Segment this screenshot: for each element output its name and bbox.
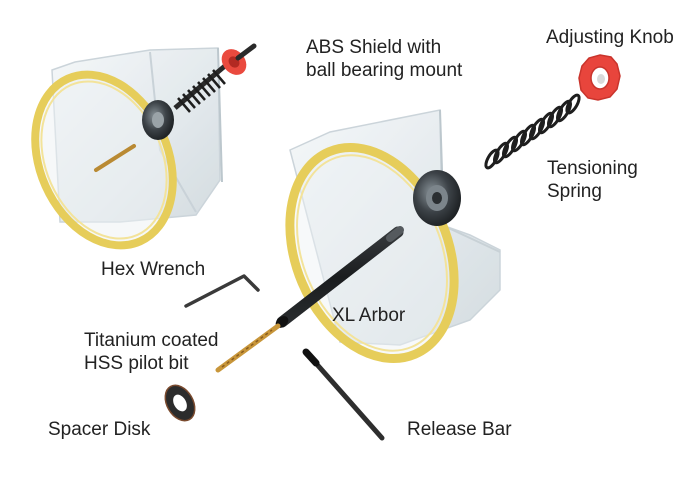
hex-wrench <box>184 274 260 308</box>
label-abs-shield-line1: ABS Shield with <box>306 37 442 58</box>
spacer-disk <box>164 384 196 422</box>
label-pilot-line1: Titanium coated <box>84 330 219 351</box>
label-abs-shield: ABS Shield with ball bearing mount <box>306 36 462 82</box>
label-release-bar: Release Bar <box>407 419 512 440</box>
label-pilot-line2: HSS pilot bit <box>84 353 189 374</box>
label-tensioning-spring: Tensioning Spring <box>547 157 638 203</box>
xl-arbor <box>275 226 404 328</box>
adjusting-knob <box>578 54 621 101</box>
release-bar <box>302 348 385 441</box>
label-hex-wrench: Hex Wrench <box>101 259 206 280</box>
label-tensioning-line1: Tensioning <box>547 158 638 179</box>
label-spacer-disk: Spacer Disk <box>48 419 151 440</box>
small-abs-shield <box>31 43 257 250</box>
label-xl-arbor: XL Arbor <box>332 305 406 326</box>
label-adjusting-knob: Adjusting Knob <box>546 27 674 48</box>
label-tensioning-line2: Spring <box>547 181 602 202</box>
titanium-pilot-bit <box>215 323 281 373</box>
label-abs-shield-line2: ball bearing mount <box>306 60 463 81</box>
tensioning-spring <box>484 93 581 170</box>
label-pilot-bit: Titanium coated HSS pilot bit <box>84 329 218 375</box>
